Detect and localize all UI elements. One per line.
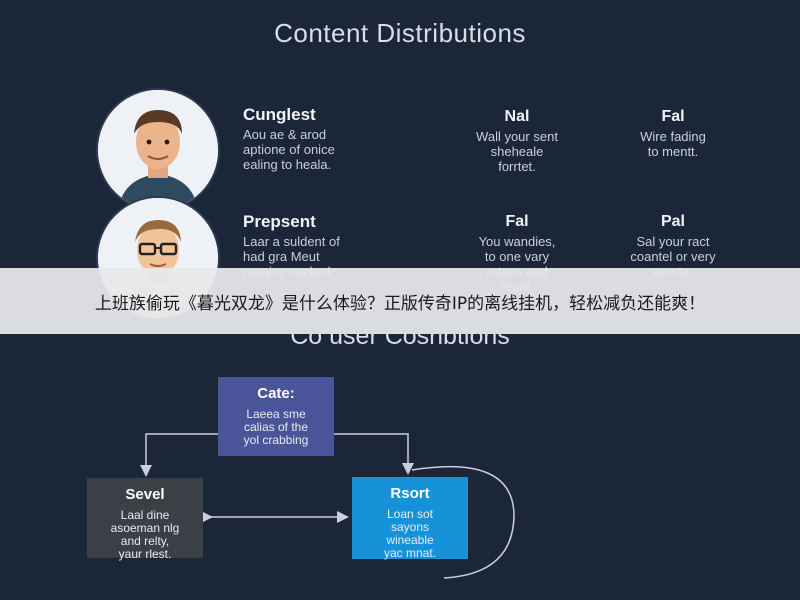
row-text-1: Aou ae & arod aptione of onice ealing to…: [243, 127, 335, 172]
row1-col1-text: Wall your sent sheheale forrtet.: [476, 129, 558, 174]
row2-col1-heading: Fal: [505, 213, 529, 230]
flow-node-cate-text: Laeea sme calias of the yol crabbing: [243, 407, 309, 447]
row-heading-2: Prepsent: [243, 212, 316, 231]
page-title: Content Distributions: [274, 18, 526, 48]
flow-node-rsort-text: Loan sot sayons wineable yac mnat.: [383, 507, 437, 560]
flow-node-rsort[interactable]: Rsort Loan sot sayons wineable yac mnat.: [352, 477, 468, 560]
row1-col2-text: Wire fading to mentt.: [640, 129, 706, 159]
flow-node-cate[interactable]: Cate: Laeea sme calias of the yol crabbi…: [218, 377, 334, 456]
row1-col1-heading: Nal: [504, 108, 530, 125]
section-subtitle: Co user Cosribtions: [290, 322, 510, 350]
flow-node-sevel[interactable]: Sevel Laal dine asoeman nlg and relty, y…: [87, 478, 203, 561]
row-heading-1: Cunglest: [243, 105, 316, 124]
flow-node-sevel-heading: Sevel: [125, 486, 165, 503]
flow-node-cate-heading: Cate:: [257, 385, 295, 402]
row1-col2-heading: Fal: [661, 108, 685, 125]
link-cate-to-sevel: [140, 433, 218, 477]
flow-node-rsort-heading: Rsort: [390, 485, 430, 502]
link-cate-to-rsort: [334, 433, 414, 475]
flow-node-sevel-text: Laal dine asoeman nlg and relty, yaur rl…: [110, 508, 180, 561]
row2-col2-heading: Pal: [660, 213, 685, 230]
overlay-banner[interactable]: 上班族偷玩《暮光双龙》是什么体验？正版传奇IP的离线挂机，轻松减负还能爽！: [0, 268, 800, 334]
link-rsort-loop: [411, 465, 515, 579]
